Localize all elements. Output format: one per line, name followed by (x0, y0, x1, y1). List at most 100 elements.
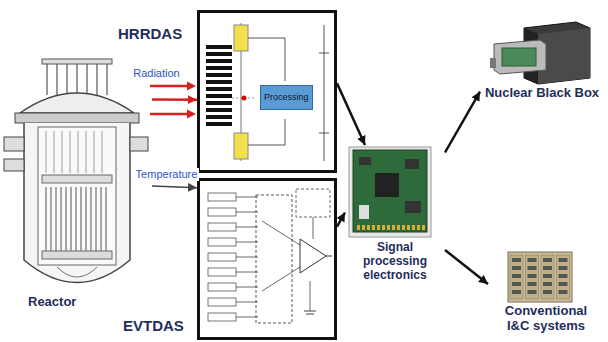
node-label: EVTDAS (123, 317, 184, 334)
rect-shape (357, 225, 360, 230)
line-shape (76, 61, 77, 95)
line-shape (313, 217, 314, 239)
path-shape (20, 93, 134, 113)
line-shape (86, 131, 87, 173)
rect-shape (359, 205, 369, 219)
line-shape (262, 267, 300, 291)
node-label: Conventional I&C systems (496, 304, 596, 334)
line-shape (236, 257, 258, 258)
rect-shape (559, 274, 568, 278)
rect-shape (512, 282, 521, 286)
line-shape (61, 187, 62, 251)
rect-shape (405, 159, 419, 169)
line-shape (91, 187, 92, 251)
rect-shape (382, 225, 385, 230)
line-shape (326, 256, 332, 257)
rect-shape (206, 94, 232, 98)
line-shape (56, 61, 57, 95)
line-shape (324, 25, 325, 161)
rect-shape (559, 266, 568, 270)
line-shape (66, 187, 67, 251)
detector-schematic-box: HRRDASProcessing (197, 10, 337, 173)
polyline-shape (248, 38, 285, 81)
black-box-unit: Nuclear Black Box (480, 18, 604, 110)
polygon-shape (494, 40, 546, 74)
rect-shape (402, 225, 405, 230)
reactor-drawing (2, 55, 152, 317)
edge-label: Radiation (131, 67, 181, 80)
rect-shape (208, 298, 236, 306)
line-shape (102, 131, 103, 173)
rect-shape (375, 173, 399, 197)
flow-arrow (337, 83, 365, 145)
rect-shape (559, 282, 568, 286)
flow-arrow (337, 213, 345, 227)
line-shape (70, 131, 71, 173)
rect-shape (557, 255, 570, 299)
rect-shape (206, 101, 232, 105)
line-shape (236, 317, 258, 318)
rect-shape (512, 266, 521, 270)
line-shape (236, 212, 258, 213)
rect-shape (206, 45, 232, 49)
rect-shape (206, 115, 232, 119)
line-shape (236, 302, 258, 303)
rect-shape (543, 290, 552, 294)
line-shape (86, 187, 87, 251)
rect-shape (359, 157, 371, 165)
polyline-shape (248, 119, 285, 145)
line-shape (304, 311, 316, 312)
rect-shape (206, 80, 232, 84)
rect-shape (362, 225, 365, 230)
rect-shape (559, 290, 568, 294)
rect-shape (4, 137, 24, 151)
rect-shape (392, 225, 395, 230)
line-shape (62, 131, 63, 173)
line-shape (56, 187, 57, 251)
rect-shape (234, 133, 248, 159)
rect-shape (353, 150, 427, 232)
rect-shape (208, 283, 236, 291)
radiation-ray-head (187, 110, 196, 119)
rect-shape (387, 225, 390, 230)
ic-cabinet: Conventional I&C systems (488, 248, 604, 338)
rect-shape (15, 113, 139, 123)
reactor-illustration: Reactor (2, 55, 152, 317)
rect-shape (405, 201, 421, 213)
flow-arrow (445, 92, 480, 153)
electronics-board: Signal processing electronics (345, 145, 445, 295)
line-shape (46, 61, 47, 95)
rect-shape (206, 59, 232, 63)
line-shape (81, 187, 82, 251)
rect-shape (208, 238, 236, 246)
rect-shape (208, 223, 236, 231)
flow-arrow (152, 186, 197, 188)
line-shape (94, 131, 95, 173)
line-shape (306, 314, 314, 315)
line-shape (106, 187, 107, 251)
node-label: HRRDAS (118, 25, 182, 42)
rect-shape (543, 266, 552, 270)
rect-shape (528, 282, 537, 286)
rect-shape (510, 255, 523, 299)
node-label: Nuclear Black Box (480, 86, 604, 101)
rect-shape (412, 225, 415, 230)
rect-shape (206, 122, 232, 126)
line-shape (262, 221, 300, 245)
rect-shape (543, 258, 552, 262)
line-shape (319, 53, 329, 54)
rect-shape (296, 189, 330, 217)
line-shape (236, 197, 258, 198)
rect-shape (208, 193, 236, 201)
path-shape (57, 267, 97, 277)
rect-shape (206, 87, 232, 91)
path-shape (300, 239, 326, 273)
rect-shape (377, 225, 380, 230)
line-shape (46, 131, 47, 173)
thermocouple-schematic-box: EVTDAS (197, 178, 337, 340)
rect-shape (234, 25, 248, 51)
flow-arrow (152, 98, 197, 101)
line-shape (96, 61, 97, 95)
rect-shape (512, 258, 521, 262)
